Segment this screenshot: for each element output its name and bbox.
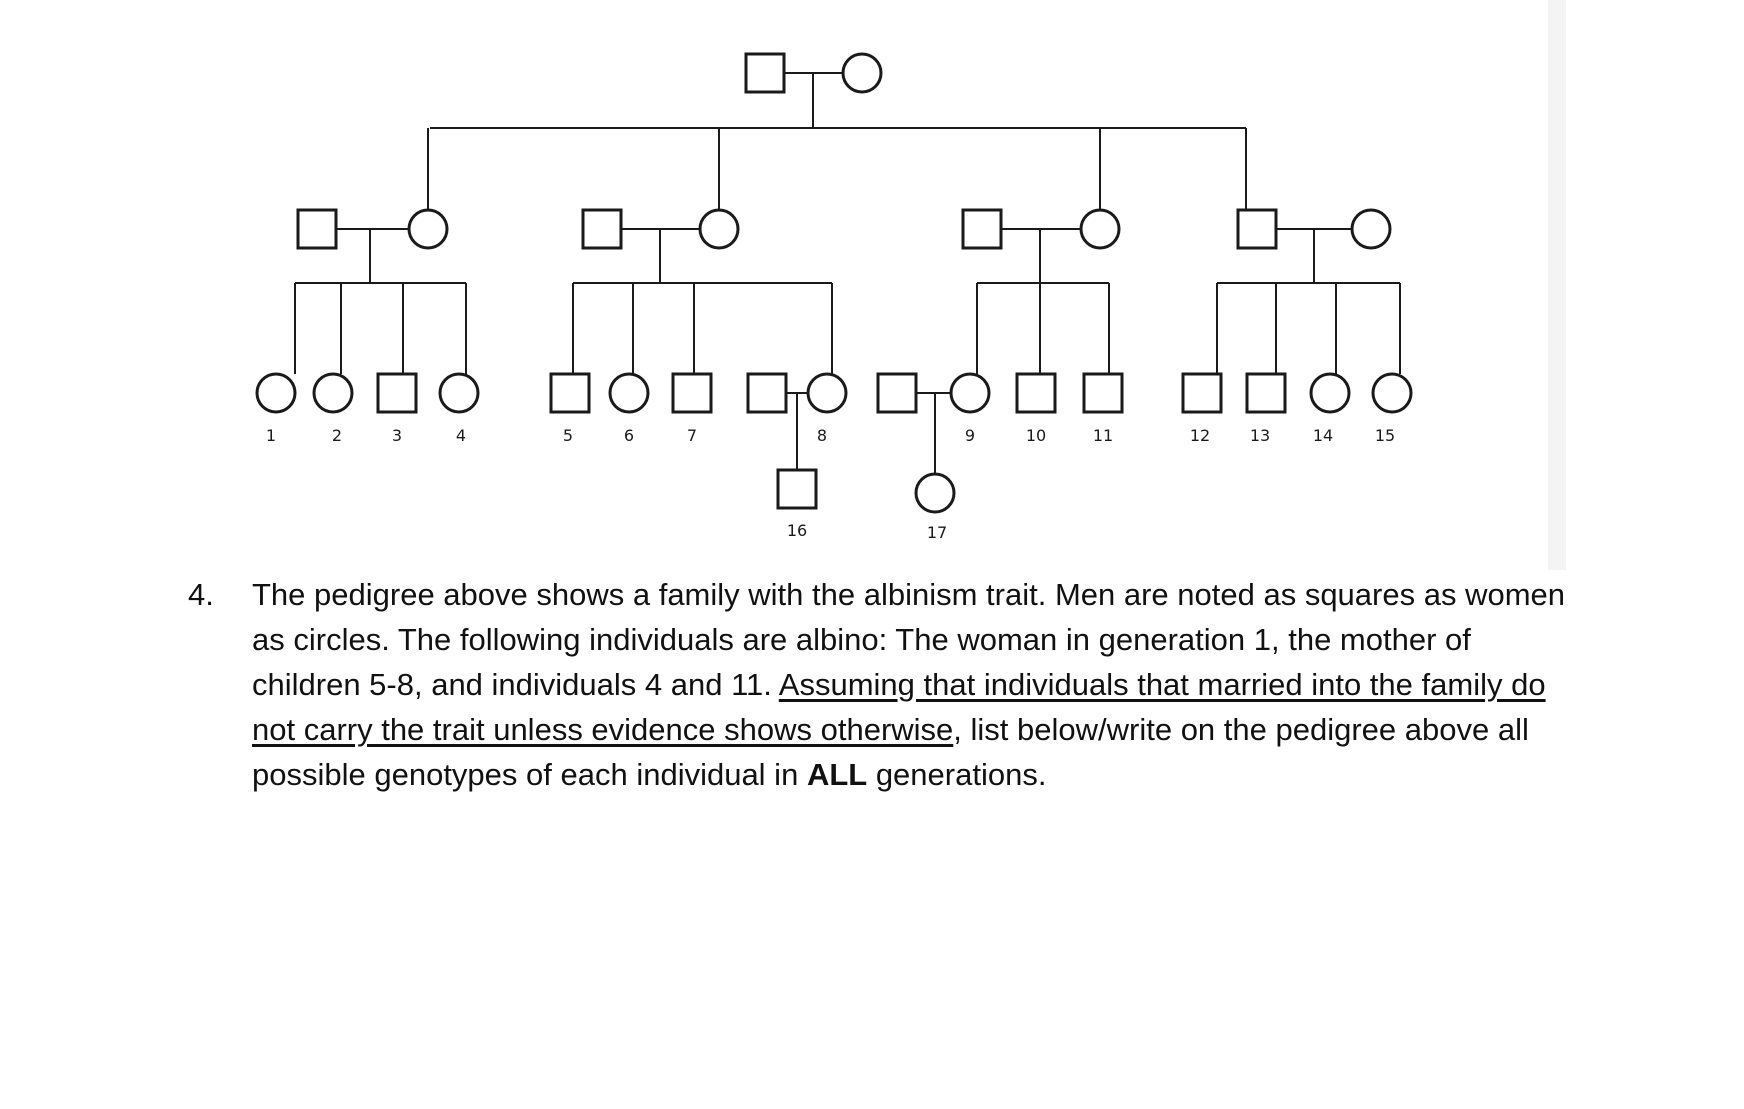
individual-label-9: 9	[965, 426, 975, 445]
individual-label-1: 1	[266, 426, 276, 445]
individual-label-5: 5	[563, 426, 573, 445]
question-bold-all: ALL	[806, 757, 868, 792]
gen2-couple3-male	[961, 208, 1003, 250]
spouse-9	[876, 372, 918, 414]
question-block: 4. The pedigree above shows a family wit…	[188, 572, 1588, 797]
individual-label-3: 3	[392, 426, 402, 445]
question-text: The pedigree above shows a family with t…	[252, 572, 1588, 797]
individual-13	[1245, 372, 1287, 414]
individual-14	[1309, 372, 1351, 414]
individual-label-16: 16	[787, 521, 807, 540]
individual-5	[549, 372, 591, 414]
individual-12	[1181, 372, 1223, 414]
spouse-7	[746, 372, 788, 414]
gen1-father	[744, 52, 786, 94]
individual-10	[1015, 372, 1057, 414]
gen2-couple2-female	[698, 208, 740, 250]
gen2-couple1-female	[407, 208, 449, 250]
question-number: 4.	[188, 577, 214, 612]
individual-label-11: 11	[1093, 426, 1113, 445]
individual-label-4: 4	[456, 426, 466, 445]
gen2-couple2-male	[581, 208, 623, 250]
individual-label-10: 10	[1026, 426, 1046, 445]
individual-label-15: 15	[1375, 426, 1395, 445]
gen1-mother	[841, 52, 883, 94]
individual-3	[376, 372, 418, 414]
individual-15	[1371, 372, 1413, 414]
individual-9	[949, 372, 991, 414]
individual-label-13: 13	[1250, 426, 1270, 445]
individual-1	[255, 372, 297, 414]
question-text-part-1: The pedigree above shows a family with t…	[252, 577, 1566, 702]
individual-11	[1082, 372, 1124, 414]
scan-shadow	[1548, 0, 1566, 570]
individual-2	[312, 372, 354, 414]
individual-17	[914, 472, 956, 514]
individual-6	[608, 372, 650, 414]
individual-label-12: 12	[1190, 426, 1210, 445]
individual-16	[776, 468, 818, 510]
individual-4	[438, 372, 480, 414]
individual-label-17: 17	[927, 523, 947, 542]
gen2-couple4-female	[1350, 208, 1392, 250]
question-text-part-2: , list below/write on the pedigree above…	[252, 712, 1529, 792]
question-text-part-3: generations.	[867, 757, 1047, 792]
question-underlined-assumption: Assuming that individuals that married i…	[252, 667, 1546, 747]
individual-8	[806, 372, 848, 414]
individual-7	[671, 372, 713, 414]
individual-label-7: 7	[687, 426, 697, 445]
gen2-couple1-male	[296, 208, 338, 250]
individual-label-6: 6	[624, 426, 634, 445]
gen2-couple4-male	[1236, 208, 1278, 250]
gen2-couple3-female	[1079, 208, 1121, 250]
individual-label-2: 2	[332, 426, 342, 445]
individual-label-14: 14	[1313, 426, 1333, 445]
individual-label-8: 8	[817, 426, 827, 445]
